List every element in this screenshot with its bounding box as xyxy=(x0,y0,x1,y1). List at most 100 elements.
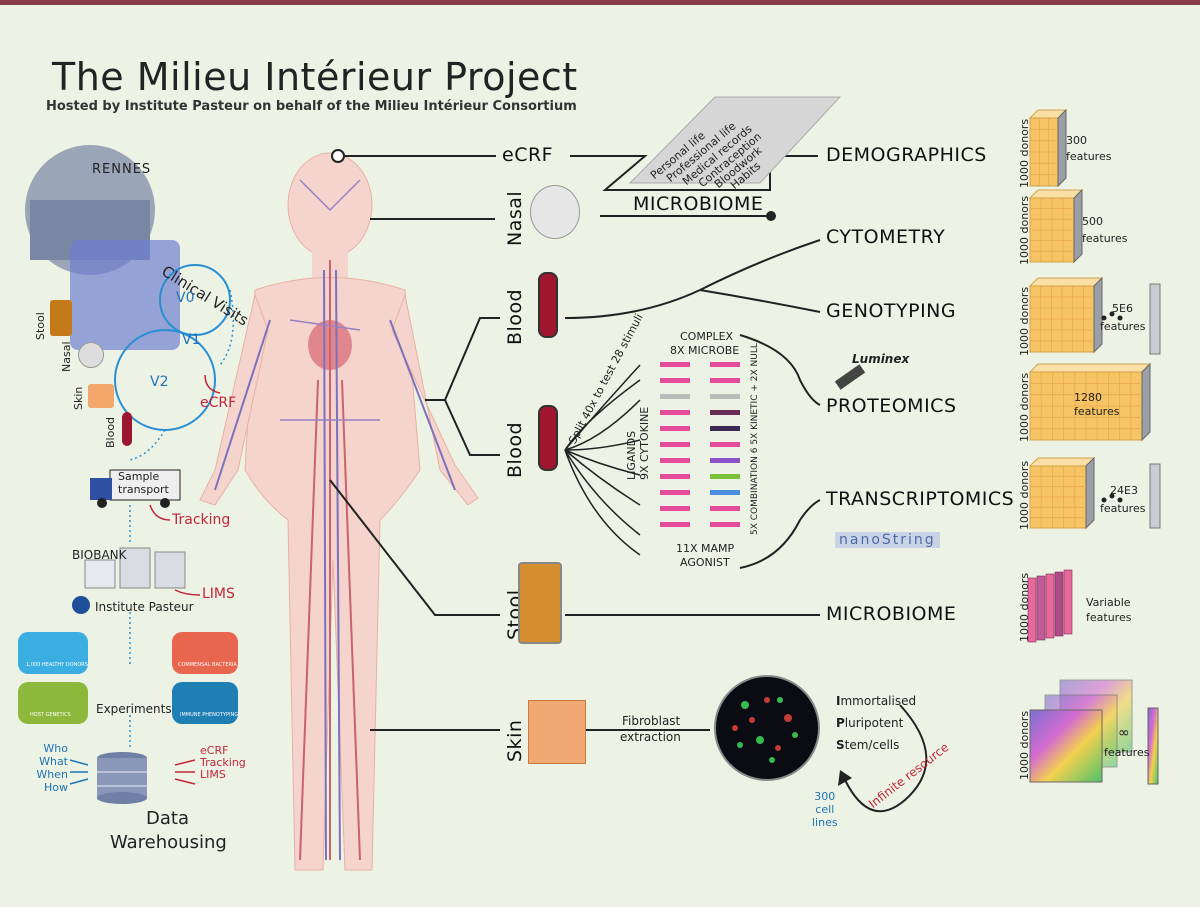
nasal-source-label: Nasal xyxy=(504,190,526,246)
stool-container-icon xyxy=(518,562,562,644)
gray-feature-stack-2 xyxy=(1149,463,1161,529)
visit-v0: V0 xyxy=(176,290,195,306)
biobank-label: BIOBANK xyxy=(72,548,127,562)
stool-jar-icon xyxy=(50,300,72,336)
ellipsis-dot xyxy=(1101,315,1107,321)
cube-2-donors: 1000 donors xyxy=(1018,195,1031,265)
ligands-label-2: 9X CYTOKINE xyxy=(638,406,651,480)
cube-5-donors: 1000 donors xyxy=(1018,460,1031,530)
cube-5-count: 24E3 xyxy=(1110,484,1138,497)
dw-lims: LIMS xyxy=(200,768,226,781)
microbiome-slab xyxy=(1063,569,1073,635)
panel-healthy-donors: 1,000 HEALTHY DONORS xyxy=(18,632,88,674)
stimulation-tubes xyxy=(660,362,740,527)
nasal-head-icon xyxy=(78,342,104,368)
panel-host-genetics: HOST GENETICS xyxy=(18,682,88,724)
output-proteomics: PROTEOMICS xyxy=(826,395,957,417)
how-label: How xyxy=(44,781,68,794)
ellipsis-dot xyxy=(1117,497,1123,503)
cube-1-count: 300 xyxy=(1066,134,1087,147)
ipsc-pluripotent: Pluripotent xyxy=(836,716,904,730)
tracking-label: Tracking xyxy=(172,512,231,528)
left-skin-label: Skin xyxy=(72,386,85,410)
mamp-label-1: 11X MAMP xyxy=(676,542,735,555)
when-label: When xyxy=(36,768,68,781)
cube-1-features: features xyxy=(1066,150,1112,163)
microbiome-slab xyxy=(1054,571,1064,637)
ellipsis-dot xyxy=(1109,493,1115,499)
visit-v2: V2 xyxy=(150,374,169,390)
skin-sample-icon xyxy=(88,384,114,408)
cube-4-count: 1280 xyxy=(1074,391,1102,404)
nanostring-logo: nanoString xyxy=(835,532,940,548)
ellipsis-dot xyxy=(1101,497,1107,503)
blood-tube-icon-2 xyxy=(538,405,558,471)
left-nasal-label: Nasal xyxy=(60,341,73,373)
who-label: Who xyxy=(43,742,68,755)
visit-v1: V1 xyxy=(182,332,201,348)
blood-tube-icon-1 xyxy=(538,272,558,338)
dw-ecrf: eCRF xyxy=(200,744,229,757)
pasteur-logo-icon xyxy=(72,596,90,614)
sample-transport-label-1: Sample xyxy=(118,470,160,483)
experiments-label: Experiments xyxy=(96,702,172,716)
complex-label-2: 8X MICROBE xyxy=(670,344,740,357)
ipsc-immortalised: Immortalised xyxy=(836,694,917,708)
blood-source-label-2: Blood xyxy=(504,421,526,478)
institute-pasteur-label: Institute Pasteur xyxy=(95,600,194,614)
feature-cubes xyxy=(1027,108,1161,785)
mamp-label-2: AGONIST xyxy=(680,556,730,569)
microbiome-slab xyxy=(1045,573,1055,639)
rennes-label: RENNES xyxy=(92,162,152,177)
cube-7-count: ∞ xyxy=(1118,725,1130,741)
left-stool-label: Stool xyxy=(34,312,47,340)
ipsc-stem-cells: Stem/cells xyxy=(836,738,900,752)
left-blood-label: Blood xyxy=(104,416,117,448)
cube-3-donors: 1000 donors xyxy=(1018,286,1031,356)
page-subtitle: Hosted by Institute Pasteur on behalf of… xyxy=(46,99,577,114)
ligands-label-1: LIGANDS xyxy=(625,430,638,480)
omics-feature-slab xyxy=(1147,707,1159,785)
cube-1-donors: 1000 donors xyxy=(1018,118,1031,188)
page-title: The Milieu Intérieur Project xyxy=(52,55,578,99)
blood-tube-icon xyxy=(122,412,132,446)
microbiome-slab xyxy=(1036,575,1046,641)
output-transcriptomics: TRANSCRIPTOMICS xyxy=(826,488,1015,510)
gray-feature-stack-1 xyxy=(1149,283,1161,355)
cube-6-donors: 1000 donors xyxy=(1018,572,1031,642)
cube-6-count: Variable xyxy=(1086,596,1131,609)
fibroblast-label-1: Fibroblast xyxy=(622,714,681,728)
cell-image xyxy=(714,675,820,781)
omics-cube-layer xyxy=(1029,709,1103,783)
cube-6-features: features xyxy=(1086,611,1132,624)
combination-label: 5X COMBINATION 6 5X KINETIC + 2X NULL xyxy=(750,343,760,535)
lims-label: LIMS xyxy=(202,586,235,602)
skin-section-icon xyxy=(528,700,586,764)
feature-cube-1 xyxy=(1028,108,1068,188)
output-microbiome: MICROBIOME xyxy=(826,603,957,625)
luminex-logo: Luminex xyxy=(852,352,910,366)
data-warehousing-label-2: Warehousing xyxy=(110,832,227,853)
feature-cube-3 xyxy=(1028,276,1104,354)
ellipsis-dot xyxy=(1109,311,1115,317)
cube-4-features: features xyxy=(1074,405,1120,418)
cube-3-features: features xyxy=(1100,320,1146,333)
nasal-swab-head-icon xyxy=(530,185,580,239)
cube-7-donors: 1000 donors xyxy=(1018,710,1031,780)
cube-4-donors: 1000 donors xyxy=(1018,372,1031,442)
panel-commensal-bacteria: COMMENSAL BACTERIA xyxy=(172,632,238,674)
cell-lines-label: 300 cell lines xyxy=(812,790,838,829)
cube-5-features: features xyxy=(1100,502,1146,515)
sample-transport-label-2: transport xyxy=(118,483,169,496)
who-what-list: Who What When How xyxy=(36,742,68,794)
left-ecrf-label: eCRF xyxy=(200,395,237,411)
skin-source-label: Skin xyxy=(504,719,526,762)
cube-7-features: features xyxy=(1104,746,1150,759)
fibroblast-label-2: extraction xyxy=(620,730,681,744)
microbiome-slab xyxy=(1027,577,1037,643)
cube-3-count: 5E6 xyxy=(1112,302,1133,315)
feature-cube-2 xyxy=(1028,188,1084,264)
human-body-illustration xyxy=(199,152,479,871)
donor-crowd xyxy=(70,240,180,350)
